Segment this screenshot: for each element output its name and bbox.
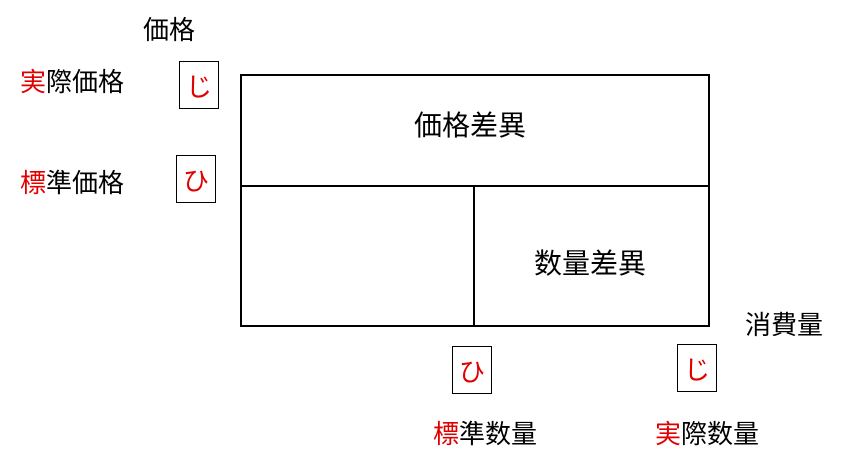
standard-price-highlight: 標: [20, 169, 47, 199]
standard-quantity-marker-box: ひ: [452, 346, 492, 394]
standard-price-marker-box: ひ: [176, 155, 216, 203]
standard-quantity-marker: ひ: [458, 357, 485, 388]
actual-quantity-line: [708, 74, 710, 327]
price-variance-label: 価格差異: [414, 109, 527, 142]
actual-quantity-marker: じ: [683, 355, 710, 386]
actual-price-marker-box: じ: [179, 61, 219, 109]
standard-quantity-line: [473, 185, 475, 327]
actual-quantity-marker-box: じ: [677, 344, 717, 392]
actual-quantity-label: 実際数量: [655, 420, 759, 450]
standard-quantity-highlight: 標: [433, 420, 460, 450]
x-axis-label: 消費量: [745, 311, 824, 341]
actual-price-label: 実際価格: [20, 68, 124, 98]
standard-quantity-label: 標準数量: [433, 420, 537, 450]
actual-price-highlight: 実: [20, 68, 47, 98]
y-axis-label: 価格: [143, 16, 196, 46]
standard-price-marker: ひ: [182, 166, 209, 197]
actual-quantity-highlight: 実: [655, 420, 682, 450]
standard-price-line: [240, 185, 710, 187]
standard-price-rest: 準価格: [46, 169, 125, 199]
actual-price-marker: じ: [185, 72, 212, 103]
standard-price-label: 標準価格: [20, 169, 124, 199]
actual-price-rest: 際価格: [46, 68, 125, 98]
quantity-variance-label: 数量差異: [534, 247, 647, 280]
actual-price-line: [240, 74, 710, 76]
x-axis-line: [240, 325, 710, 327]
y-axis-line: [240, 74, 242, 327]
actual-quantity-rest: 際数量: [681, 420, 760, 450]
standard-quantity-rest: 準数量: [459, 420, 538, 450]
